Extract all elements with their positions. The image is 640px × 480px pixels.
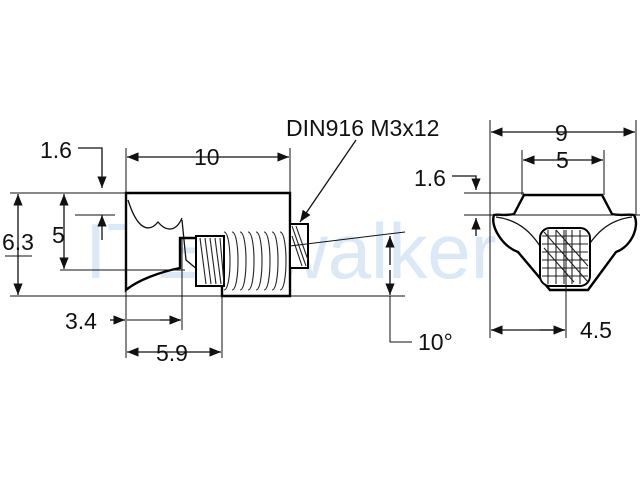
dim-overall-width: 9 (555, 120, 568, 146)
screw-spec-label: DIN916 M3x12 (286, 115, 439, 141)
side-view: 10 1.6 6.3 5 3.4 5.9 10° DIN916 M3x12 (2, 115, 453, 366)
side-view-screw (195, 223, 309, 291)
dim-front-top-offset: 1.6 (414, 165, 446, 191)
dim-offset-b: 5.9 (156, 340, 188, 366)
dim-top-offset: 1.6 (40, 137, 72, 163)
front-view: 9 5 1.6 4.5 (414, 120, 640, 343)
dim-length: 10 (194, 144, 220, 170)
side-view-scallop (127, 199, 183, 230)
dim-inner-width: 5 (556, 147, 569, 173)
dim-overall-height: 6.3 (2, 229, 34, 255)
dim-body-height: 5 (52, 222, 65, 248)
front-view-thread (539, 227, 591, 287)
dim-thread-width: 4.5 (580, 317, 612, 343)
dim-offset-a: 3.4 (65, 308, 97, 334)
dim-angle: 10° (418, 329, 453, 355)
